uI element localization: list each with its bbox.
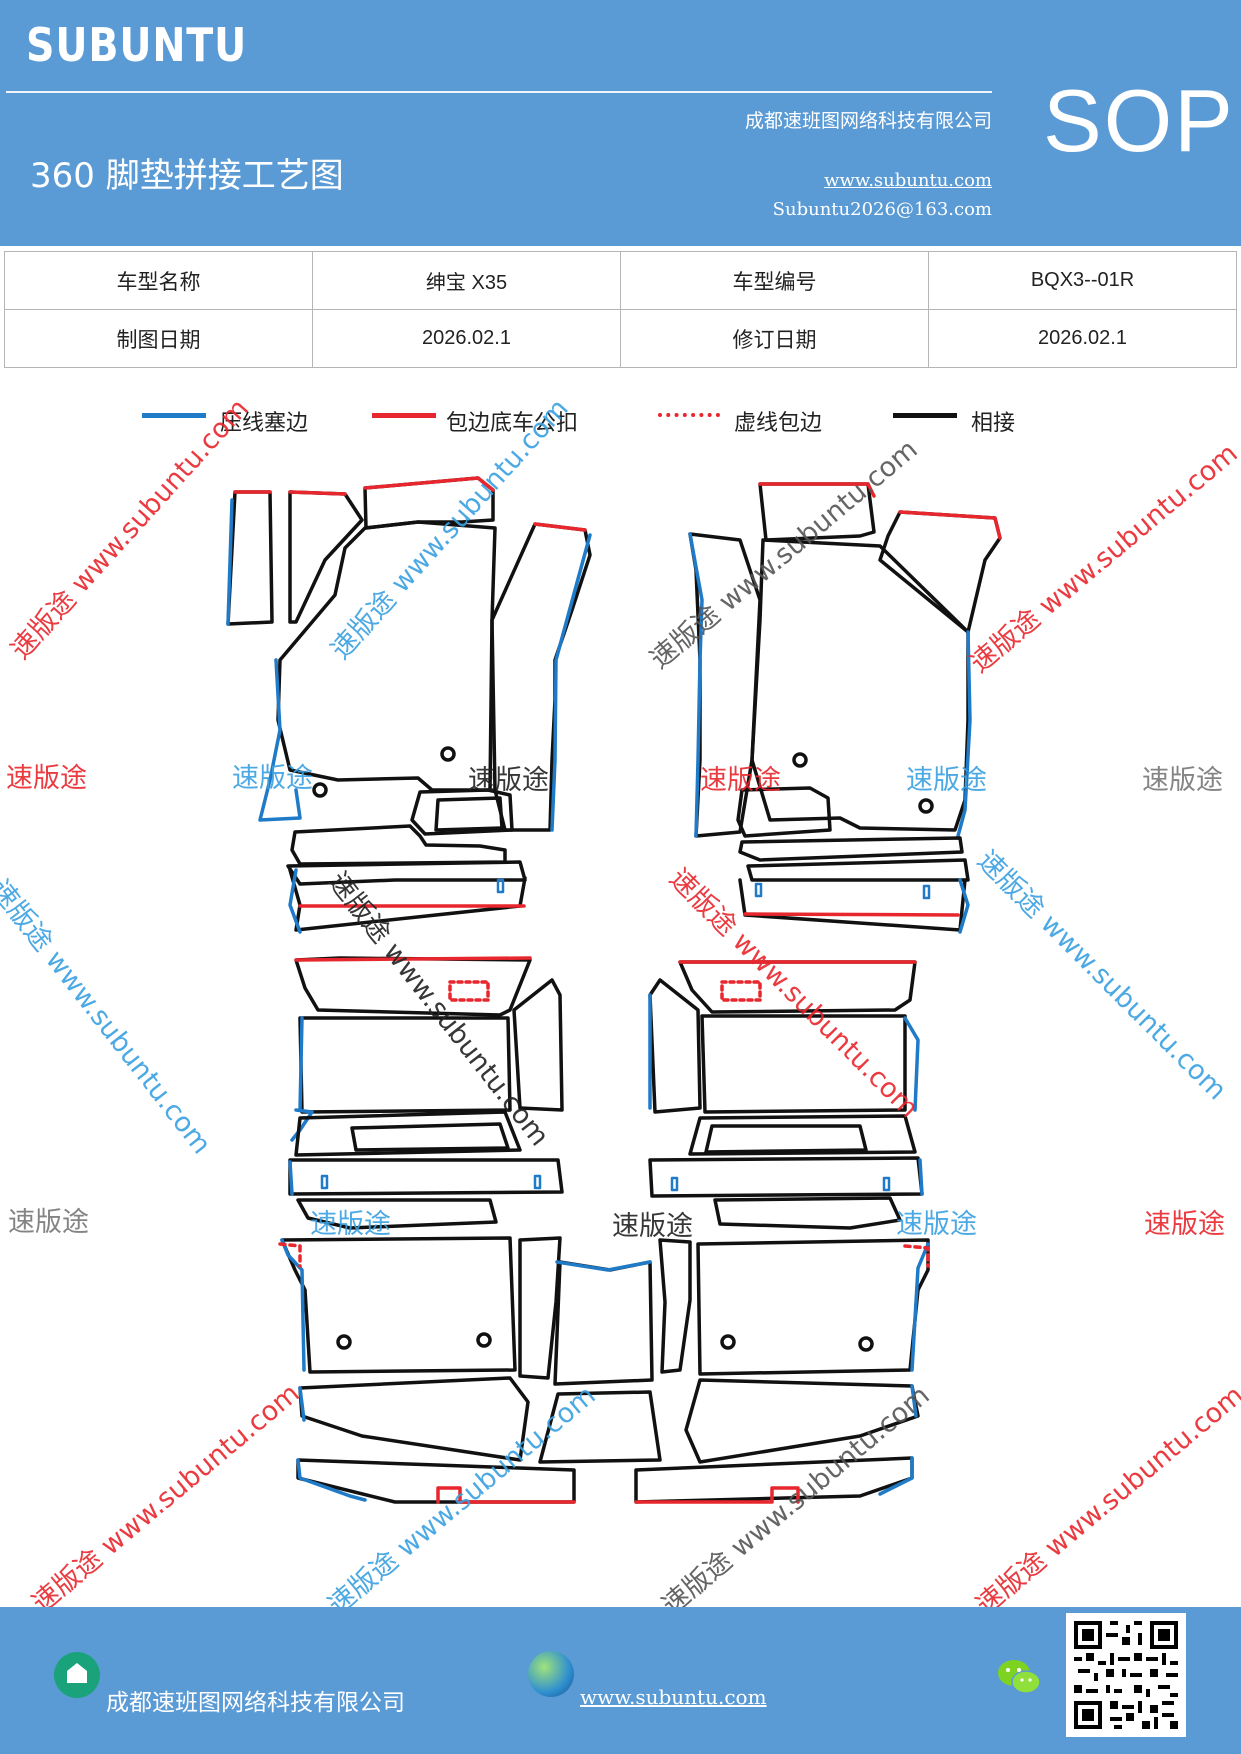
header-divider <box>6 91 992 93</box>
table-row: 制图日期 2026.02.1 修订日期 2026.02.1 <box>4 309 1237 368</box>
wechat-icon <box>998 1660 1041 1694</box>
qr-code-pattern <box>1074 1621 1178 1729</box>
footer-company-name: 成都速班图网络科技有限公司 <box>106 1690 405 1716</box>
left-front-mat <box>226 476 592 934</box>
legend-label: 相接 <box>971 411 1016 436</box>
header-email[interactable]: Subuntu2026@163.com <box>772 199 992 220</box>
header-company-name: 成都速班图网络科技有限公司 <box>744 110 992 132</box>
page-footer: 成都速班图网络科技有限公司 www.subuntu.com <box>0 1607 1241 1754</box>
legend-swatch-red <box>372 413 436 418</box>
legend-swatch-blue <box>142 413 206 418</box>
legend-label: 压线塞边 <box>220 411 309 436</box>
table-row: 车型名称 绅宝 X35 车型编号 BQX3--01R <box>4 251 1237 310</box>
model-code-value: BQX3--01R <box>928 251 1237 310</box>
left-rear-mat <box>278 956 576 1504</box>
center-rear-mat <box>538 1260 662 1464</box>
floor-mat-diagram <box>226 476 1002 1504</box>
model-code-label: 车型编号 <box>620 251 929 310</box>
legend-swatch-black <box>893 413 957 418</box>
model-name-label: 车型名称 <box>4 251 313 310</box>
revision-date-label: 修订日期 <box>620 309 929 368</box>
brand-logo-text: SUBUNTU <box>26 18 248 72</box>
sop-badge: SOP <box>1043 71 1235 170</box>
legend-label: 包边底车公扣 <box>446 411 579 436</box>
model-name-value: 绅宝 X35 <box>312 251 621 310</box>
draw-date-label: 制图日期 <box>4 309 313 368</box>
globe-icon <box>528 1651 574 1697</box>
header-website-link[interactable]: www.subuntu.com <box>824 170 992 191</box>
page-header: SUBUNTU 成都速班图网络科技有限公司 360 脚垫拼接工艺图 www.su… <box>0 0 1241 246</box>
right-front-mat <box>688 482 1002 934</box>
legend-label: 虚线包边 <box>734 411 823 436</box>
revision-date-value: 2026.02.1 <box>928 309 1237 368</box>
right-rear-mat <box>634 960 930 1504</box>
vehicle-info-table: 车型名称 绅宝 X35 车型编号 BQX3--01R 制图日期 2026.02.… <box>4 251 1237 368</box>
footer-website-link[interactable]: www.subuntu.com <box>580 1685 767 1709</box>
qr-code[interactable] <box>1066 1613 1186 1737</box>
home-icon <box>54 1652 100 1698</box>
document-title: 360 脚垫拼接工艺图 <box>30 156 344 196</box>
line-legend: 压线塞边 包边底车公扣 虚线包边 相接 <box>0 395 1241 445</box>
draw-date-value: 2026.02.1 <box>312 309 621 368</box>
legend-swatch-red-dotted <box>658 413 720 417</box>
